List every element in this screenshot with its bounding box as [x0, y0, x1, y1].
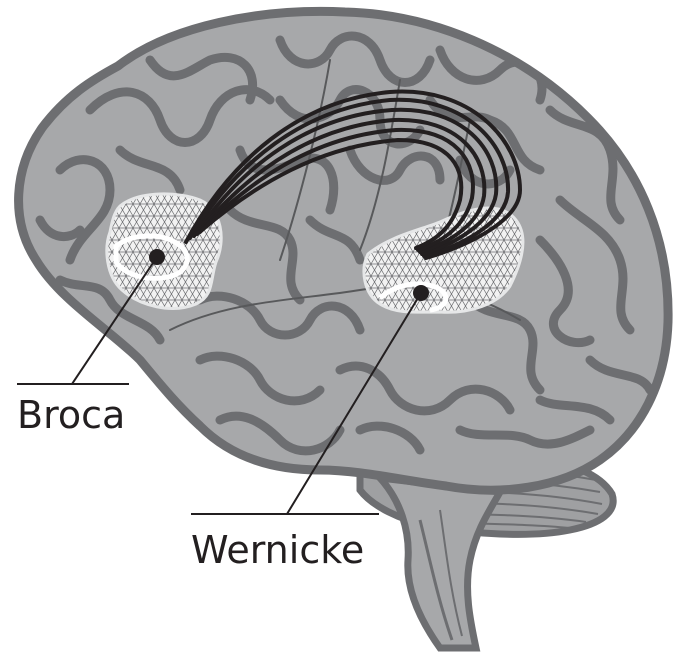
- brain-stem: [380, 478, 500, 648]
- broca-label: Broca: [17, 393, 125, 437]
- wernicke-label: Wernicke: [191, 528, 364, 572]
